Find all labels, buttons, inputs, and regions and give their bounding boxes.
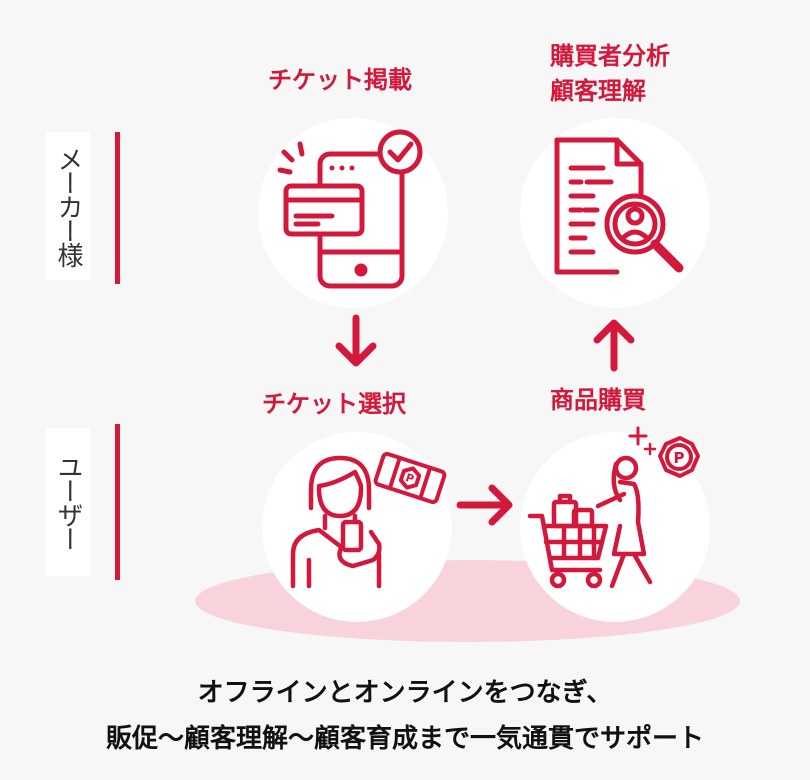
footer-line-1: オフラインとオンラインをつなぎ、 (197, 678, 613, 708)
person-with-phone-icon (290, 455, 382, 589)
footer-line-2: 販促〜顧客理解〜顧客育成まで一気通貫でサポート (105, 724, 704, 754)
person-shopping-cart-icon (527, 455, 653, 589)
svg-text:P: P (674, 449, 685, 467)
step-label-ticket-post: チケット掲載 (268, 66, 412, 94)
coupon-ticket-icon: P (373, 451, 447, 505)
point-badge-icon: P (628, 426, 700, 478)
arrow-down-icon (335, 314, 377, 367)
role-label-maker: メーカー様 (46, 132, 90, 280)
role-bar-user (115, 424, 120, 580)
step-label-buyer-analysis-2: 顧客理解 (550, 77, 646, 105)
role-label-user: ユーザー (46, 428, 90, 576)
document-magnifier-person-icon (554, 137, 684, 275)
role-label-maker-text: メーカー様 (53, 146, 83, 266)
phone-card-check-icon (277, 129, 423, 289)
step-label-product-purchase: 商品購買 (550, 386, 646, 414)
svg-text:P: P (404, 471, 416, 486)
role-label-user-text: ユーザー (53, 454, 83, 550)
step-label-buyer-analysis-1: 購買者分析 (550, 42, 670, 70)
step-label-ticket-select: チケット選択 (262, 390, 406, 418)
role-bar-maker (115, 132, 120, 284)
arrow-up-icon (593, 319, 635, 372)
arrow-right-icon (456, 484, 513, 526)
